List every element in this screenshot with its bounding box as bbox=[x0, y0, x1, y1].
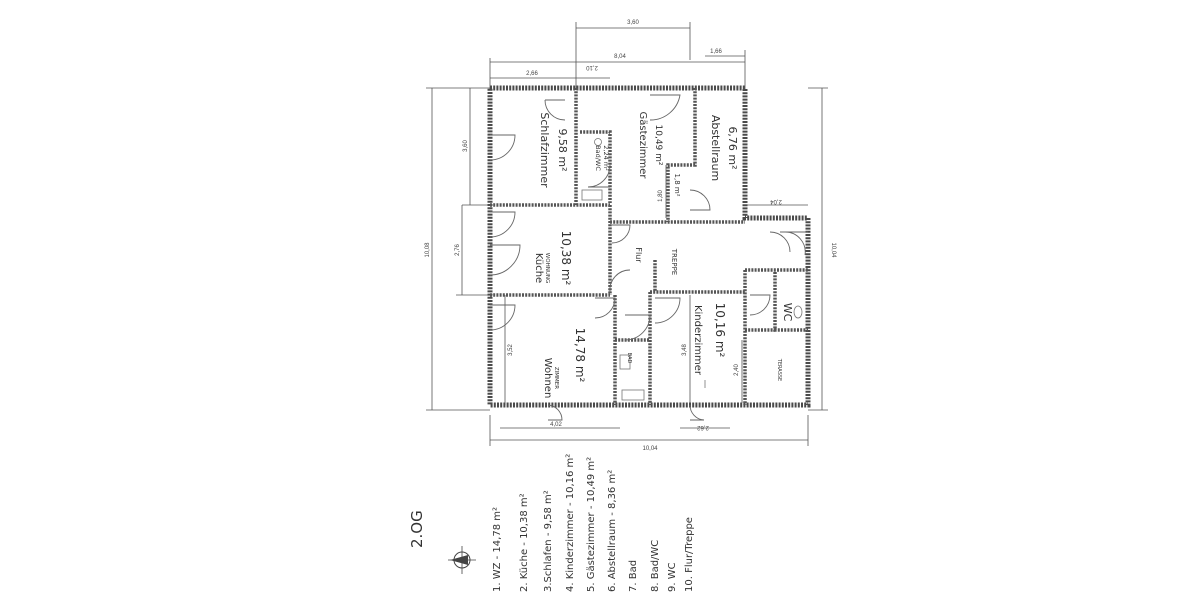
north-arrow-icon bbox=[448, 546, 476, 574]
legend-item: 4. Kinderzimmer - 10,16 m² bbox=[565, 454, 576, 592]
room-name-wohnen: Wohnen bbox=[542, 358, 553, 399]
legend-item: 7. Bad bbox=[628, 560, 639, 592]
dim-inner-240: 2,40 bbox=[734, 364, 740, 376]
dim-top-266: 2,66 bbox=[526, 71, 538, 77]
room-name-terrasse: TERASSE bbox=[776, 358, 782, 381]
dim-right-1004: 10,04 bbox=[830, 242, 836, 258]
room-name-schlafzimmer: Schlafzimmer bbox=[538, 112, 551, 188]
dim-top-210: 2,10 bbox=[586, 64, 598, 70]
dim-top-360: 3,60 bbox=[627, 20, 639, 26]
room-sub-wohnen: ZIMMER bbox=[553, 367, 559, 389]
room-area-kinderzimmer: 10,16 m² bbox=[713, 303, 727, 358]
room-sub-kueche: WOHNUNG bbox=[544, 253, 550, 283]
legend-item: 5. Gästezimmer - 10,49 m² bbox=[586, 457, 597, 592]
dim-left-1008: 10,08 bbox=[425, 242, 431, 258]
room-name-gaestezimmer: Gästezimmer bbox=[637, 112, 648, 180]
room-legend: 1. WZ - 14,78 m² 2. Küche - 10,38 m² 3.S… bbox=[492, 454, 695, 592]
legend-item: 3.Schlafen - 9,58 m² bbox=[543, 490, 554, 592]
legend-item: 8. Bad/WC bbox=[650, 540, 661, 592]
dim-left-360: 3,60 bbox=[463, 140, 469, 152]
legend-item: 1. WZ - 14,78 m² bbox=[492, 507, 503, 592]
dimension-texts: 3,60 8,04 1,66 2,66 2,10 10,08 3,60 2,76… bbox=[425, 20, 836, 452]
floor-label: 2.OG bbox=[408, 510, 426, 548]
room-name-kueche: Küche bbox=[533, 253, 544, 283]
room-area-schlafzimmer: 9,58 m² bbox=[556, 128, 569, 171]
dim-bottom-402: 4,02 bbox=[550, 422, 562, 428]
dimension-lines bbox=[426, 22, 828, 446]
room-name-flur: Flur bbox=[634, 247, 643, 263]
legend-item: 6. Abstellraum - 8,36 m² bbox=[607, 470, 618, 592]
room-name-abstellraum: Abstellraum bbox=[709, 115, 722, 181]
exterior-walls bbox=[487, 85, 811, 408]
room-name-wc: WC bbox=[781, 303, 794, 322]
dim-bottom-262: 2,62 bbox=[697, 424, 709, 430]
dim-left-352: 3,52 bbox=[508, 344, 514, 356]
room-area-wohnen: 14,78 m² bbox=[573, 328, 587, 383]
dim-top-804: 8,04 bbox=[614, 54, 626, 60]
dim-inner-180: 1,80 bbox=[658, 190, 664, 202]
room-name-bad: BAD bbox=[626, 353, 632, 364]
dim-left-276: 2,76 bbox=[455, 244, 461, 256]
dim-top-166: 1,66 bbox=[710, 49, 722, 55]
legend-item: 2. Küche - 10,38 m² bbox=[519, 493, 530, 592]
legend-item: 10. Flur/Treppe bbox=[684, 517, 695, 592]
dim-bottom-1004: 10,04 bbox=[642, 446, 658, 452]
dim-inner-348: 3,48 bbox=[682, 344, 688, 356]
room-area-gaestezimmer: 10,49 m² bbox=[653, 124, 663, 165]
room-labels: Schlafzimmer 9,58 m² Bad/WC 2,24 m² Gäst… bbox=[533, 112, 794, 399]
floor-label-group: 2.OG bbox=[408, 510, 426, 548]
room-area-flur-small: 1,8 m² bbox=[673, 174, 681, 197]
dim-right-204: 2,04 bbox=[770, 198, 782, 204]
room-name-kinderzimmer: Kinderzimmer bbox=[692, 305, 703, 376]
room-area-kueche: 10,38 m² bbox=[559, 231, 573, 286]
room-sub-flur: TREPPE bbox=[670, 248, 678, 275]
room-area-bad-wc: 2,24 m² bbox=[602, 145, 610, 171]
legend-item: 9. WC bbox=[667, 562, 678, 592]
room-name-bad-wc: Bad/WC bbox=[594, 145, 602, 171]
sanitary-fixtures bbox=[581, 138, 803, 401]
room-area-abstellraum: 6,76 m² bbox=[726, 126, 739, 169]
interior-walls bbox=[490, 88, 808, 405]
doors bbox=[489, 94, 808, 421]
